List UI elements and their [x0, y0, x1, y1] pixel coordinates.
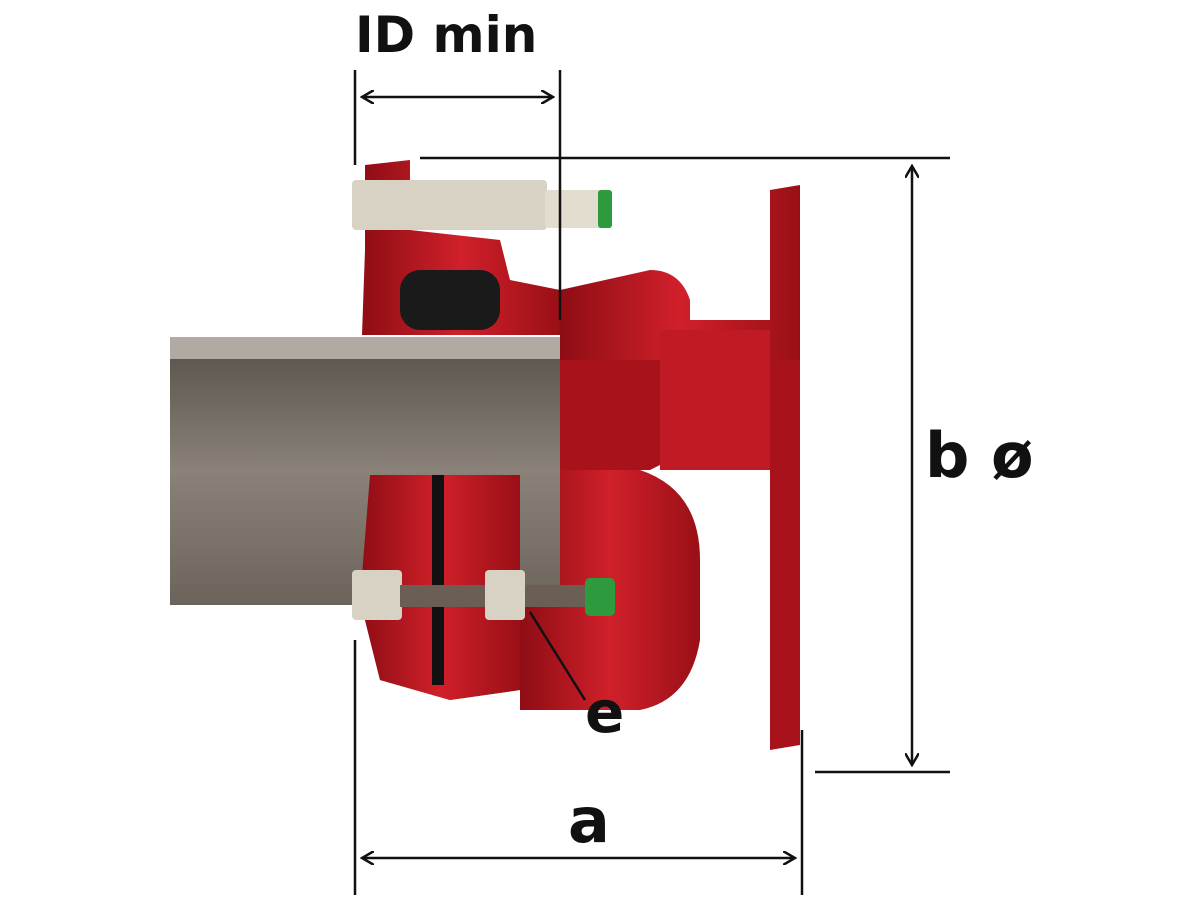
dimension-lines [353, 70, 950, 895]
e-label: e [585, 678, 625, 746]
b-diameter-label: b ø [925, 419, 1034, 492]
bolt-cap-lower [585, 578, 615, 616]
a-label: a [568, 784, 610, 857]
bolt-lower [352, 570, 615, 620]
bolt-cap-upper [598, 190, 612, 228]
bolt-upper [352, 180, 612, 230]
e-leader-line [528, 611, 587, 701]
gasket-upper [400, 270, 500, 330]
id-min-label: ID min [355, 6, 538, 64]
